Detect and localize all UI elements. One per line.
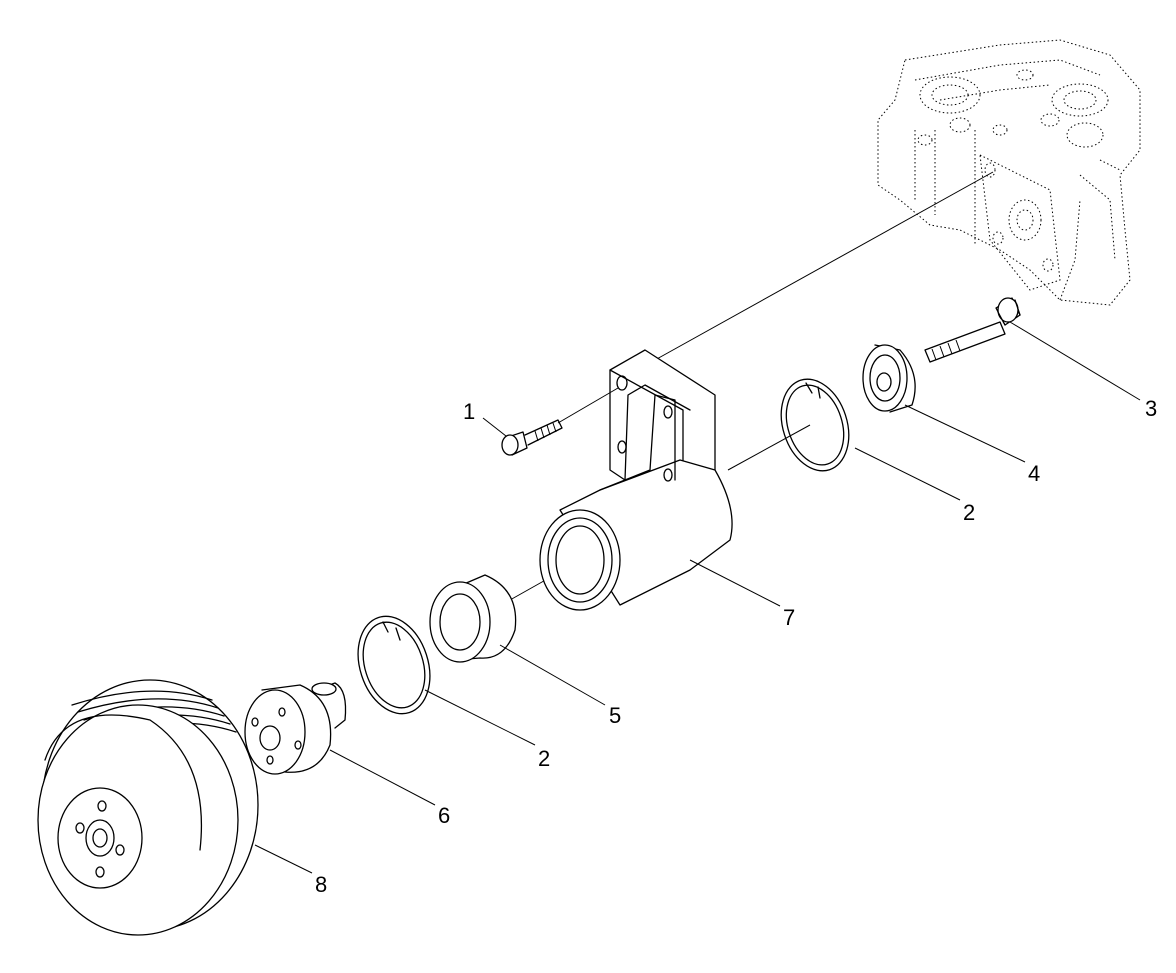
engine-block-outline [877,39,1141,306]
callout-4: 4 [1028,461,1040,486]
hub-part-6 [244,682,347,775]
snap-ring-part-2-lower [357,615,431,715]
callout-7: 7 [783,605,795,630]
callout-5: 5 [609,703,621,728]
washer-part-4 [862,344,916,413]
callout-3: 3 [1145,396,1157,421]
callout-1: 1 [463,399,475,424]
snap-ring-part-2-upper [780,378,850,472]
pulley-part-8 [37,679,259,936]
callout-2-lower: 2 [538,746,550,771]
callout-2-upper: 2 [963,500,975,525]
callout-leader-lines [254,321,1141,874]
bracket-housing-part-7 [539,349,733,611]
callout-8: 8 [315,872,327,897]
bushing-part-5 [429,574,517,663]
callout-6: 6 [438,803,450,828]
bolt-part-3 [924,297,1021,363]
bolt-part-1 [501,419,563,456]
